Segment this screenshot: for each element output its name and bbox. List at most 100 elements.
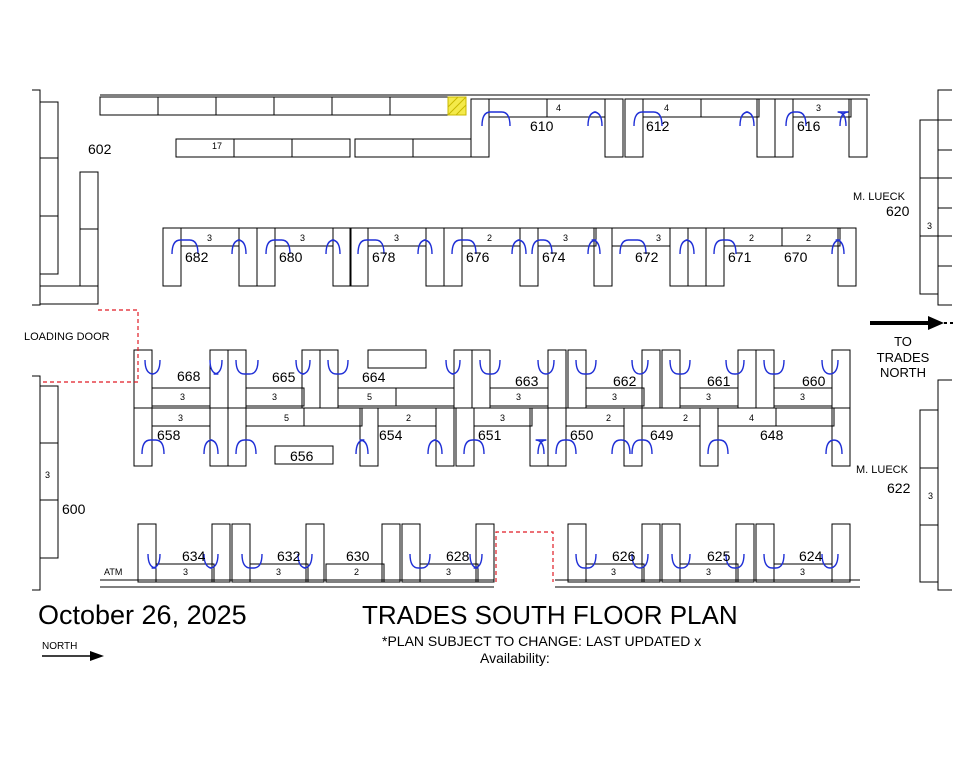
lueck-top-name: M. LUECK bbox=[853, 191, 906, 203]
table-count: 3 bbox=[207, 233, 212, 243]
booth-label-654[interactable]: 654 bbox=[379, 427, 403, 443]
booth-label-682[interactable]: 682 bbox=[185, 249, 209, 265]
booth-label-676[interactable]: 676 bbox=[466, 249, 490, 265]
seat-arc bbox=[235, 439, 257, 455]
booth-label-649[interactable]: 649 bbox=[650, 427, 674, 443]
compass-label: NORTH bbox=[42, 641, 78, 652]
booths-top-walls bbox=[470, 98, 868, 158]
table-count: 4 bbox=[556, 103, 561, 113]
seat-arc bbox=[821, 553, 839, 569]
seat-arc bbox=[481, 111, 511, 127]
booth-label-660[interactable]: 660 bbox=[802, 373, 826, 389]
seat-arc bbox=[725, 553, 745, 569]
seat-arc bbox=[679, 239, 695, 255]
top-tables bbox=[99, 94, 870, 158]
booth-label-624[interactable]: 624 bbox=[799, 548, 823, 564]
plan-title: TRADES SOUTH FLOOR PLAN bbox=[362, 600, 738, 630]
table-count: 3 bbox=[800, 567, 805, 577]
seat-arc bbox=[535, 439, 547, 455]
seat-arc bbox=[631, 439, 653, 455]
booth-label-672[interactable]: 672 bbox=[635, 249, 659, 265]
table-count: 3 bbox=[180, 392, 185, 402]
seat-arc bbox=[831, 239, 845, 255]
booth-602-walls bbox=[32, 89, 99, 306]
booth-label-664[interactable]: 664 bbox=[362, 369, 386, 385]
seat-arc bbox=[785, 111, 807, 127]
north-arrow-icon bbox=[42, 651, 104, 661]
seat-arc bbox=[203, 553, 219, 569]
seat-arc bbox=[575, 553, 597, 569]
seat-arc bbox=[427, 439, 443, 455]
booth-label-610[interactable]: 610 bbox=[530, 118, 554, 134]
table-count: 3 bbox=[563, 233, 568, 243]
seat-arc bbox=[763, 553, 785, 569]
plan-note: *PLAN SUBJECT TO CHANGE: LAST UPDATED x bbox=[382, 633, 702, 649]
booth-label-678[interactable]: 678 bbox=[372, 249, 396, 265]
seat-arc bbox=[537, 359, 555, 375]
trades-label: TRADES bbox=[877, 350, 930, 365]
booth-label-670[interactable]: 670 bbox=[784, 249, 808, 265]
to-trades-north-arrow-icon bbox=[870, 316, 956, 330]
table-count: 2 bbox=[354, 567, 359, 577]
seat-arc bbox=[587, 239, 601, 255]
table-count: 2 bbox=[749, 233, 754, 243]
booth-label-616[interactable]: 616 bbox=[797, 118, 821, 134]
booth-label-665[interactable]: 665 bbox=[272, 369, 296, 385]
table-count: 3 bbox=[611, 567, 616, 577]
seat-arc bbox=[631, 359, 649, 375]
booth-label-674[interactable]: 674 bbox=[542, 249, 566, 265]
booth-label-634[interactable]: 634 bbox=[182, 548, 206, 564]
table-count: 4 bbox=[749, 413, 754, 423]
booth-label-648[interactable]: 648 bbox=[760, 427, 784, 443]
booth-label-602[interactable]: 602 bbox=[88, 141, 112, 157]
seat-arc bbox=[619, 239, 647, 255]
lueck-bottom-num: 622 bbox=[887, 480, 911, 496]
booth-label-628[interactable]: 628 bbox=[446, 548, 470, 564]
table-count: 3 bbox=[516, 392, 521, 402]
booth-label-656[interactable]: 656 bbox=[290, 448, 314, 464]
table-count: 3 bbox=[816, 103, 821, 113]
booth-label-625[interactable]: 625 bbox=[707, 548, 731, 564]
booth-label-632[interactable]: 632 bbox=[277, 548, 301, 564]
table-count: 3 bbox=[612, 392, 617, 402]
north-label: NORTH bbox=[880, 365, 926, 380]
booth-label-671[interactable]: 671 bbox=[728, 249, 752, 265]
seat-arc bbox=[633, 111, 663, 127]
seat-arc bbox=[825, 439, 843, 455]
seat-arc bbox=[713, 239, 737, 255]
booth-label-668[interactable]: 668 bbox=[177, 368, 201, 384]
booth-label-600[interactable]: 600 bbox=[62, 501, 86, 517]
seat-arcs bbox=[141, 111, 849, 569]
seat-arc bbox=[671, 553, 691, 569]
booth-label-658[interactable]: 658 bbox=[157, 427, 181, 443]
table-count: 3 bbox=[446, 567, 451, 577]
right-walls bbox=[919, 89, 952, 591]
booth-label-662[interactable]: 662 bbox=[613, 373, 637, 389]
table-count: 3 bbox=[300, 233, 305, 243]
booth-label-663[interactable]: 663 bbox=[515, 373, 539, 389]
booth-labels: 602 600 610 612 616 682 680 678 676 674 672 671 670 6… bbox=[62, 118, 826, 564]
booths-row3-walls bbox=[133, 349, 851, 409]
booth-label-612[interactable]: 612 bbox=[646, 118, 670, 134]
booth-label-661[interactable]: 661 bbox=[707, 373, 731, 389]
booth-label-630[interactable]: 630 bbox=[346, 548, 370, 564]
booths-row4-walls bbox=[133, 407, 851, 467]
seat-arc bbox=[357, 239, 385, 255]
seat-arc bbox=[203, 439, 219, 455]
seat-arc bbox=[297, 553, 313, 569]
booth-label-651[interactable]: 651 bbox=[478, 427, 502, 443]
plan-date: October 26, 2025 bbox=[38, 600, 247, 630]
table-count: 3 bbox=[800, 392, 805, 402]
table-count: 3 bbox=[927, 221, 932, 231]
booth-label-650[interactable]: 650 bbox=[570, 427, 594, 443]
seat-arc bbox=[479, 359, 501, 375]
seat-arc bbox=[763, 359, 785, 375]
seat-arc bbox=[209, 359, 223, 375]
booth-label-626[interactable]: 626 bbox=[612, 548, 636, 564]
seat-arc bbox=[355, 439, 369, 455]
seat-arc bbox=[631, 553, 649, 569]
seat-arc bbox=[837, 111, 849, 127]
booth-label-680[interactable]: 680 bbox=[279, 249, 303, 265]
